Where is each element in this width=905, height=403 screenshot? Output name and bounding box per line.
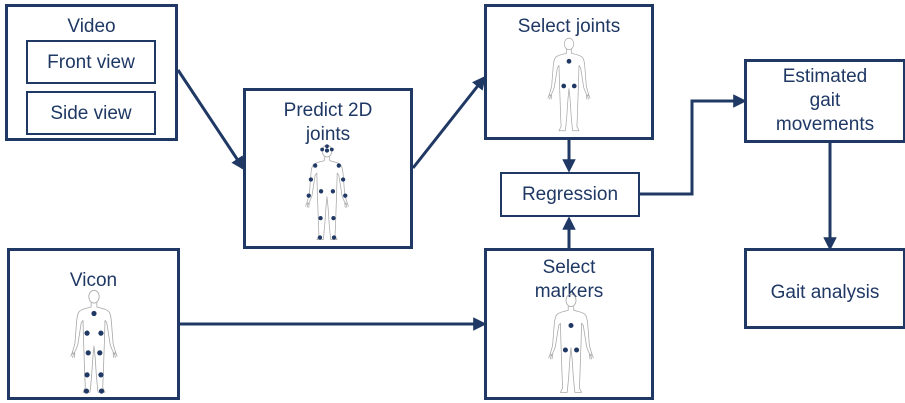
estimated-label-line2: gait bbox=[809, 90, 841, 111]
marker-dot bbox=[566, 58, 572, 64]
estimated-label-line3: movements bbox=[775, 114, 875, 135]
predict-label-line1: Predict 2D bbox=[283, 100, 373, 121]
marker-dot bbox=[329, 147, 334, 152]
predict-2d-joints-box: Predict 2D joints bbox=[243, 88, 413, 249]
marker-dot bbox=[97, 350, 103, 356]
marker-dot bbox=[318, 189, 324, 194]
marker-dot bbox=[84, 330, 90, 336]
marker-dot bbox=[313, 163, 318, 168]
marker-dot bbox=[85, 350, 91, 356]
marker-dot bbox=[308, 177, 314, 182]
marker-dot bbox=[84, 372, 90, 378]
arrow-predict-to-select-joints bbox=[411, 75, 486, 169]
marker-dot bbox=[331, 235, 337, 240]
marker-dot bbox=[98, 330, 104, 336]
vicon-label: Vicon bbox=[69, 270, 118, 291]
marker-dot bbox=[336, 163, 341, 168]
select-joints-label: Select joints bbox=[517, 16, 621, 37]
marker-dot bbox=[325, 144, 329, 149]
marker-dot bbox=[561, 83, 567, 89]
marker-dot bbox=[324, 148, 330, 153]
estimated-gait-movements-box: Estimated gait movements bbox=[744, 59, 905, 143]
gait-analysis-box: Gait analysis bbox=[744, 248, 905, 329]
video-box: Video Front view Side view bbox=[5, 4, 178, 141]
marker-dot bbox=[340, 177, 346, 182]
marker-dot bbox=[562, 347, 568, 353]
marker-dot bbox=[331, 216, 336, 221]
body-figure-icon bbox=[42, 288, 146, 394]
video-title: Video bbox=[67, 16, 116, 37]
select-markers-line2: markers bbox=[534, 281, 604, 302]
body-figure-icon bbox=[277, 144, 377, 245]
marker-dot bbox=[330, 189, 336, 194]
marker-dot bbox=[83, 388, 90, 394]
estimated-label-line1: Estimated bbox=[782, 66, 868, 87]
marker-dot bbox=[317, 235, 323, 240]
select-markers-line1: Select bbox=[542, 257, 596, 278]
marker-dot bbox=[98, 372, 104, 378]
marker-dot bbox=[91, 310, 97, 317]
side-view-label: Side view bbox=[50, 103, 132, 124]
marker-dot bbox=[568, 322, 574, 328]
arrow-regression-to-estimated bbox=[640, 94, 747, 196]
marker-dot bbox=[98, 388, 105, 394]
regression-box: Regression bbox=[500, 172, 640, 217]
select-joints-box: Select joints bbox=[484, 4, 654, 140]
marker-dot bbox=[320, 147, 325, 152]
marker-dot bbox=[343, 193, 348, 198]
body-figure-icon bbox=[519, 292, 623, 398]
marker-dot bbox=[318, 216, 323, 221]
front-view-box: Front view bbox=[26, 40, 156, 84]
marker-dot bbox=[574, 347, 580, 353]
vicon-box: Vicon bbox=[7, 248, 180, 400]
regression-label: Regression bbox=[521, 184, 619, 205]
marker-dot bbox=[306, 193, 311, 198]
marker-dot bbox=[571, 83, 577, 89]
gait-analysis-label: Gait analysis bbox=[770, 282, 880, 303]
predict-label-line2: joints bbox=[305, 124, 351, 145]
side-view-box: Side view bbox=[26, 91, 156, 135]
body-figure-icon bbox=[517, 36, 621, 136]
arrow-video-to-predict bbox=[176, 69, 245, 171]
front-view-label: Front view bbox=[47, 52, 135, 73]
